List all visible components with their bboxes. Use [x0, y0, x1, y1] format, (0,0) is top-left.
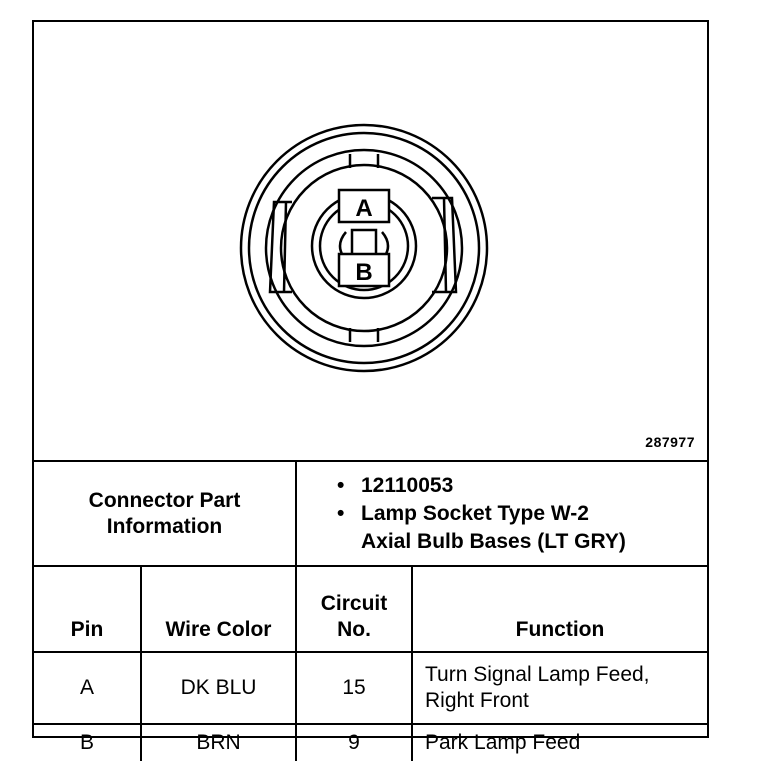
connector-part-details: • 12110053 • Lamp Socket Type W-2 Axial Bu…	[294, 460, 708, 567]
function-line2: Right Front	[425, 689, 529, 712]
connector-part-row: Connector Part Information • 12110053 • La…	[34, 460, 708, 567]
part-number-item: • 12110053	[337, 472, 707, 500]
header-circuit-line1: Circuit	[320, 592, 388, 615]
connector-info-table: Connector Part Information • 12110053 • La…	[34, 460, 708, 761]
socket-type-item: • Lamp Socket Type W-2	[337, 500, 707, 528]
bullet: •	[337, 473, 345, 497]
bullet: •	[337, 501, 345, 525]
header-row: Pin Wire Color Circuit No. Function	[34, 565, 708, 653]
table-row: A DK BLU 15 Turn Signal Lamp Feed, Right…	[34, 651, 708, 725]
header-circuit-line2: No.	[337, 618, 371, 641]
middle-ring	[264, 148, 464, 348]
pin-a-box	[337, 188, 391, 224]
pin-a-label: A	[355, 195, 372, 222]
pin-cell: A	[34, 651, 142, 725]
function-cell: Turn Signal Lamp Feed, Right Front	[410, 651, 708, 725]
header-wire-color: Wire Color	[140, 565, 297, 653]
diagram-frame: A B 287977 Connector Part Information • 1…	[32, 20, 709, 761]
function-line1: Turn Signal Lamp Feed,	[425, 663, 650, 686]
function-cell: Park Lamp Feed	[410, 723, 708, 761]
header-pin: Pin	[34, 565, 142, 653]
connector-part-label: Connector Part Information	[34, 460, 297, 567]
connector-part-label-line2: Information	[106, 514, 223, 538]
outer-ring	[239, 123, 489, 373]
connector-part-label-line1: Connector Part	[88, 488, 241, 512]
header-circuit-no: Circuit No.	[295, 565, 413, 653]
header-function: Function	[410, 565, 708, 653]
wire-color-cell: DK BLU	[140, 651, 297, 725]
right-ear	[432, 196, 458, 294]
socket-type: Lamp Socket Type W-2	[361, 501, 589, 525]
pin-b-box	[337, 252, 391, 288]
wire-color-cell: BRN	[140, 723, 297, 761]
circuit-cell: 9	[295, 723, 413, 761]
left-ear	[268, 200, 292, 294]
pin-b-label: B	[355, 259, 372, 286]
figure-number: 287977	[645, 434, 695, 450]
pin-cell: B	[34, 723, 142, 761]
inner-ring	[279, 163, 449, 333]
connector-face-illustration: A B	[239, 123, 489, 373]
connector-drawing: A B 287977	[34, 22, 707, 460]
outer-ring-inner	[247, 131, 481, 365]
part-number: 12110053	[361, 473, 454, 497]
socket-type-continued: Axial Bulb Bases (LT GRY)	[361, 529, 626, 553]
circuit-cell: 15	[295, 651, 413, 725]
table-row: B BRN 9 Park Lamp Feed	[34, 723, 708, 761]
